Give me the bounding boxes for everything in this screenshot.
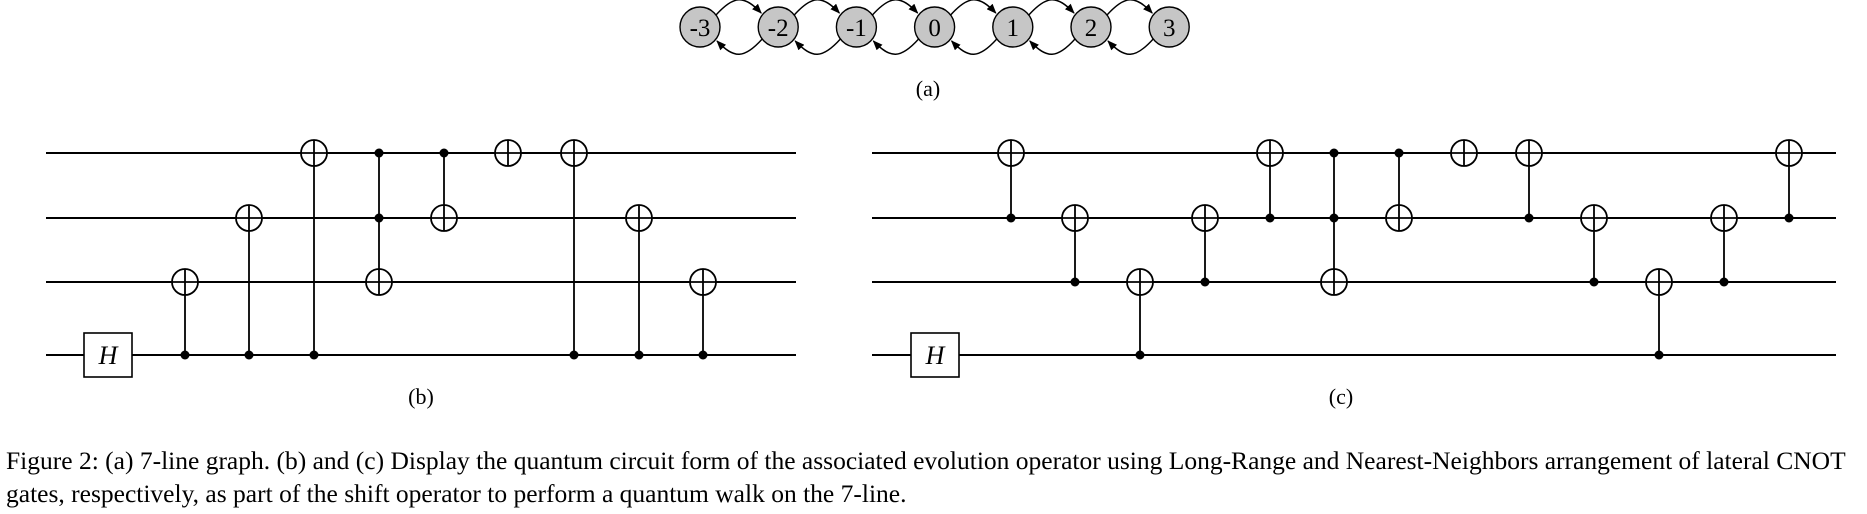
- control-dot: [634, 350, 644, 360]
- figure-canvas: -3 -2 -1 0 1 2 3 (a) H (b) H (c): [46, 0, 1836, 409]
- graph-arrow-right: [871, 0, 919, 16]
- graph-arrow-right: [1028, 0, 1075, 16]
- circuit-nearest-neighbors: H: [872, 139, 1836, 378]
- graph-arrow-right: [793, 0, 841, 16]
- graph-arrow-right: [715, 0, 762, 16]
- line-graph: -3 -2 -1 0 1 2 3: [679, 0, 1190, 55]
- figure-caption: Figure 2: (a) 7-line graph. (b) and (c) …: [6, 446, 1846, 508]
- control-dot: [1654, 350, 1664, 360]
- control-dot: [374, 148, 384, 158]
- graph-node-label: -3: [690, 15, 711, 42]
- graph-node: [757, 6, 799, 48]
- graph-node: [913, 6, 956, 48]
- hadamard-gate: [910, 332, 960, 378]
- hadamard-gate-label: H: [98, 341, 119, 370]
- control-dot: [1200, 277, 1210, 287]
- graph-node: [835, 6, 878, 48]
- hadamard-gate-label: H: [925, 341, 946, 370]
- graph-node-label: 3: [1163, 15, 1176, 42]
- control-dot: [244, 350, 254, 360]
- control-dot: [1589, 277, 1599, 287]
- control-dot: [1006, 213, 1016, 223]
- control-dot: [1329, 213, 1339, 223]
- circuit-b-sublabel: (b): [408, 384, 434, 409]
- graph-arrow-left: [1029, 38, 1076, 55]
- graph-node: [679, 6, 721, 48]
- control-dot: [569, 350, 579, 360]
- graph-arrow-right: [1106, 0, 1153, 16]
- control-dot: [439, 148, 449, 158]
- control-dot: [1265, 213, 1275, 223]
- control-dot: [1784, 213, 1794, 223]
- control-dot: [309, 350, 319, 360]
- graph-arrow-left: [950, 38, 998, 55]
- control-dot: [374, 213, 384, 223]
- control-dot: [1135, 350, 1145, 360]
- graph-arrow-left: [716, 38, 763, 55]
- graph-node-label: -2: [768, 15, 789, 42]
- graph-node: [1070, 6, 1112, 48]
- graph-sublabel: (a): [916, 76, 940, 101]
- graph-node-label: 2: [1085, 15, 1098, 42]
- control-dot: [1070, 277, 1080, 287]
- graph-arrow-left: [1107, 38, 1154, 55]
- graph-node-label: 0: [928, 15, 941, 42]
- graph-node-label: 1: [1007, 15, 1020, 42]
- graph-arrow-left: [794, 38, 841, 55]
- graph-node-label: -1: [846, 15, 867, 42]
- control-dot: [1524, 213, 1534, 223]
- control-dot: [1394, 148, 1404, 158]
- hadamard-gate: [83, 332, 133, 378]
- circuit-c-sublabel: (c): [1329, 384, 1353, 409]
- graph-arrow-left: [872, 38, 920, 55]
- circuit-long-range: H: [46, 139, 796, 378]
- graph-node: [992, 6, 1034, 48]
- control-dot: [698, 350, 708, 360]
- control-dot: [1329, 148, 1339, 158]
- control-dot: [180, 350, 190, 360]
- graph-arrow-right: [950, 0, 997, 16]
- graph-node: [1148, 6, 1190, 48]
- control-dot: [1719, 277, 1729, 287]
